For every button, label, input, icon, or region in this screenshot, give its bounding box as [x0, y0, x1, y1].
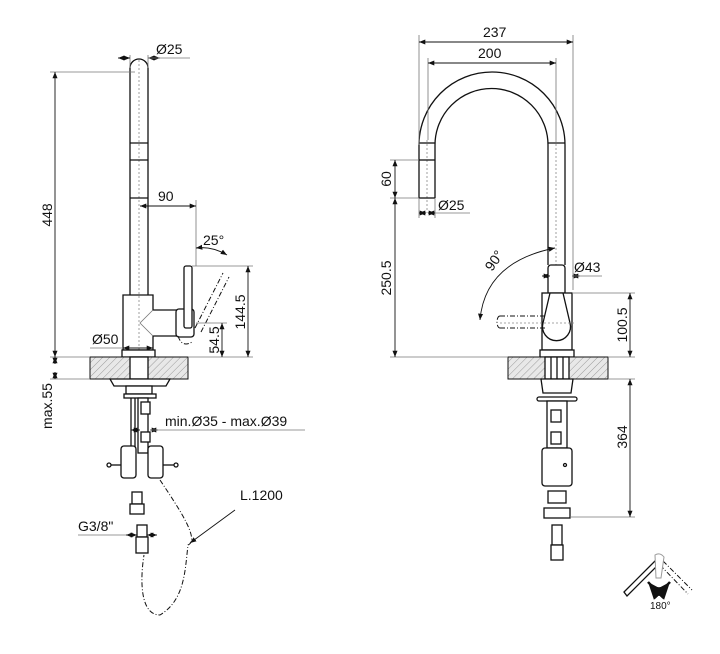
- dim-body-height: 100.5: [614, 307, 630, 342]
- spout-outer: [418, 71, 566, 265]
- dim-hose-length: L.1200: [240, 487, 283, 503]
- dim-handle-angle: 25°: [203, 232, 224, 248]
- dim-hole-diameter: min.Ø35 - max.Ø39: [165, 413, 287, 429]
- base-ring: [121, 349, 156, 358]
- dim-overall-reach: 237: [483, 24, 507, 40]
- mounting-nut: [541, 447, 573, 487]
- side-view: Ø25 448 90 25° 144.5 54.5 Ø50 max.55 min…: [39, 41, 305, 616]
- dim-under-counter-length: 364: [614, 425, 630, 449]
- dim-base-diameter: Ø50: [92, 331, 119, 347]
- dim-total-height: 448: [39, 203, 55, 227]
- dim-spray-head-diameter: Ø25: [438, 197, 465, 213]
- dim-handle-height: 144.5: [232, 294, 248, 329]
- dim-lever-rotation: 90°: [481, 247, 506, 274]
- rotation-label: 180°: [650, 601, 671, 612]
- mounting-nut: [120, 445, 137, 479]
- lever-rotation-arc: [478, 246, 556, 321]
- dim-connection-thread: G3/8": [78, 518, 113, 534]
- faucet-body: [122, 294, 179, 351]
- handle: [183, 265, 193, 329]
- dim-max-counter-thickness: max.55: [39, 383, 55, 429]
- spout-inner: [434, 87, 549, 265]
- dim-spray-head-length: 60: [378, 171, 394, 187]
- dim-spout-diameter: Ø25: [156, 41, 183, 57]
- dim-spout-reach: 200: [478, 45, 502, 61]
- pull-out-hose: [141, 479, 193, 616]
- rotation-180-icon: 180°: [623, 553, 693, 612]
- dim-body-diameter: Ø43: [574, 259, 601, 275]
- lever-rotated-outline: [496, 315, 545, 329]
- dim-handle-offset: 90: [158, 188, 174, 204]
- front-view: 237 200 60 Ø25 250.5 90° Ø43 100.5 364: [378, 24, 635, 561]
- dim-outlet-height: 250.5: [378, 260, 394, 295]
- dim-outlet-height: 54.5: [206, 326, 222, 353]
